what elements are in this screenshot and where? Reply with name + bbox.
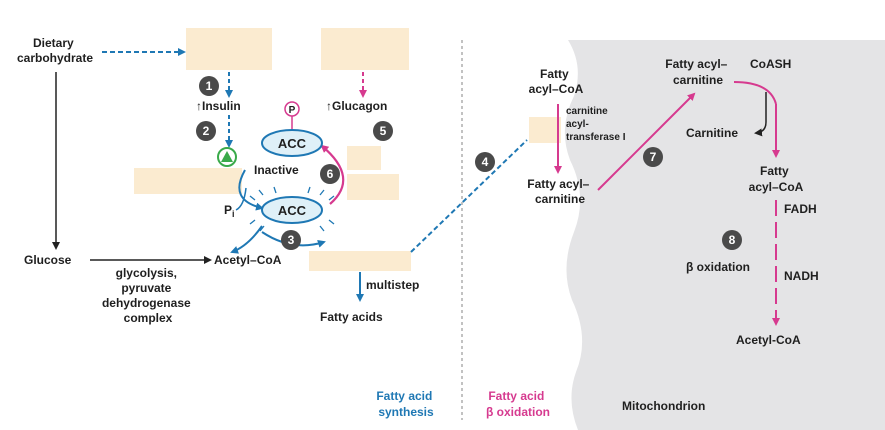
step-badges: 1 2 3 4 5 6 7 8 bbox=[196, 76, 742, 250]
multistep-label: multistep bbox=[366, 278, 419, 292]
nadh-label: NADH bbox=[784, 269, 819, 283]
synthesis-legend: Fatty acid synthesis bbox=[376, 389, 435, 419]
acetyl-coa-right-label: Acetyl-CoA bbox=[736, 333, 801, 347]
fatty-acyl-coa-mid-label: Fatty acyl–CoA bbox=[529, 67, 584, 96]
blank-box-1 bbox=[186, 28, 272, 70]
acc-bottom-label: ACC bbox=[278, 203, 307, 218]
step-badge-4 bbox=[475, 152, 495, 172]
blank-box-5 bbox=[347, 174, 399, 200]
step-badge-8 bbox=[722, 230, 742, 250]
acc-active-oval bbox=[261, 196, 323, 224]
acetyl-coa-left-label: Acetyl–CoA bbox=[214, 253, 282, 267]
fatty-acyl-carnitine-right-label: Fatty acyl– carnitine bbox=[665, 57, 730, 87]
step-badge-4-label: 4 bbox=[482, 155, 489, 169]
oxidation-legend: Fatty acid β oxidation bbox=[486, 389, 550, 419]
mitochondrion-label: Mitochondrion bbox=[622, 399, 705, 413]
blank-box-4 bbox=[347, 146, 381, 170]
step-badge-3-label: 3 bbox=[288, 233, 295, 247]
coash-label: CoASH bbox=[750, 57, 791, 71]
blank-box-2 bbox=[321, 28, 409, 70]
step-badge-6-label: 6 bbox=[327, 167, 334, 181]
arrow-transport-to-mito bbox=[597, 92, 696, 191]
glucagon-label: ↑Glucagon bbox=[326, 99, 387, 113]
acc-inactive-oval bbox=[261, 129, 323, 157]
phosphate-p-label: P bbox=[289, 105, 296, 116]
blank-box-6 bbox=[309, 251, 411, 271]
fatty-acids-label: Fatty acids bbox=[320, 310, 383, 324]
arrow-acc-to-inactive bbox=[320, 144, 345, 205]
step-badge-6 bbox=[320, 164, 340, 184]
acc-activation-rays bbox=[249, 186, 335, 232]
insulin-label: ↑Insulin bbox=[196, 99, 241, 113]
arrow-to-cat1-dashed bbox=[410, 139, 528, 253]
arrow-phosphatase-to-acc bbox=[238, 169, 264, 211]
glucose-label: Glucose bbox=[24, 253, 72, 267]
fatty-acyl-carnitine-mid-label: Fatty acyl– carnitine bbox=[527, 177, 592, 206]
carnitine-label: Carnitine bbox=[686, 126, 738, 140]
step-badge-5 bbox=[373, 121, 393, 141]
inactive-label: Inactive bbox=[254, 163, 299, 177]
step-badge-2 bbox=[196, 121, 216, 141]
step-badge-7 bbox=[643, 147, 663, 167]
arrow-acc-to-acetylcoa bbox=[230, 225, 263, 254]
step-badge-1-label: 1 bbox=[206, 79, 213, 93]
arrow-carnitine-exchange bbox=[733, 81, 777, 105]
step-badge-2-label: 2 bbox=[203, 124, 210, 138]
blank-box-3 bbox=[134, 168, 242, 194]
step-badge-8-label: 8 bbox=[729, 233, 736, 247]
arrow-coash-to-carnitine bbox=[754, 92, 767, 137]
blank-box-7 bbox=[529, 117, 561, 143]
dietary-carb-label: Dietary carbohydrate bbox=[17, 36, 93, 65]
pi-label: Pi bbox=[224, 203, 235, 219]
fadh-label: FADH bbox=[784, 202, 817, 216]
arrow-pi-release bbox=[235, 187, 247, 211]
step-badge-1 bbox=[199, 76, 219, 96]
step-badge-7-label: 7 bbox=[650, 150, 657, 164]
cat1-label: carnitine acyl- transferase I bbox=[566, 106, 626, 143]
glycolysis-label: glycolysis, pyruvate dehydrogenase compl… bbox=[102, 266, 194, 325]
fatty-acyl-coa-right-label: Fatty acyl–CoA bbox=[749, 164, 804, 194]
step-badge-3 bbox=[281, 230, 301, 250]
phosphate-p-icon bbox=[284, 101, 300, 117]
step-badge-5-label: 5 bbox=[380, 124, 387, 138]
acc-top-label: ACC bbox=[278, 136, 307, 151]
beta-oxidation-label: β oxidation bbox=[686, 260, 750, 274]
